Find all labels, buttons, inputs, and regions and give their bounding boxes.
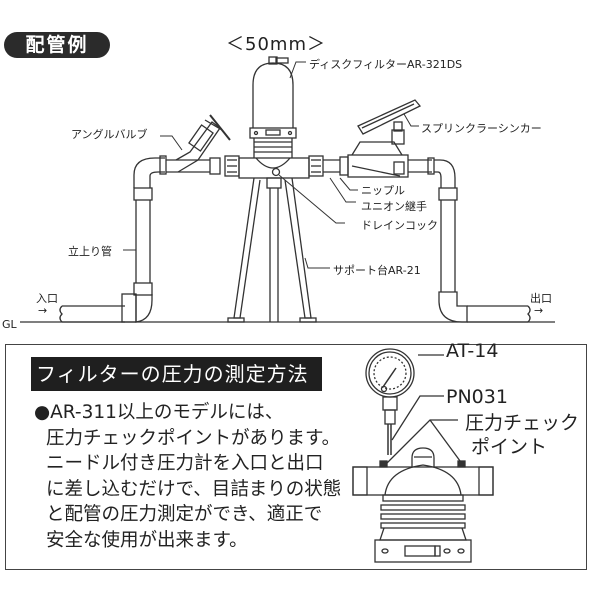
label-drain-cock: ドレインコック xyxy=(361,219,438,232)
support-stand-drawing xyxy=(227,177,317,323)
label-sprinkler-sinker: スプリンクラーシンカー xyxy=(421,122,542,135)
drain-cock-drawing xyxy=(271,167,281,177)
label-nipple: ニップル xyxy=(361,184,405,197)
angle-valve-drawing xyxy=(175,114,231,173)
label-union-joint: ユニオン継手 xyxy=(361,200,427,213)
paragraph-line: ニードル付き圧力計を入口と出口 xyxy=(46,453,324,474)
arrow-inlet-icon: → xyxy=(38,304,48,317)
arrow-outlet-icon: → xyxy=(534,304,544,317)
paragraph-line: と配管の圧力測定ができ、適正で xyxy=(46,504,323,525)
label-ground-level: GL xyxy=(2,318,17,331)
label-support-stand: サポート台AR-21 xyxy=(333,264,421,277)
paragraph-line: 安全な使用が出来ます。 xyxy=(46,529,248,551)
paragraph-line: に差し込むだけで、目詰まりの状態 xyxy=(46,478,342,500)
label-disc-filter: ディスクフィルターAR-321DS xyxy=(309,58,463,71)
disc-filter-drawing xyxy=(249,56,297,177)
label-inlet: 入口 xyxy=(36,292,58,305)
pressure-check-drawing xyxy=(352,348,494,563)
paragraph-line: 圧力チェックポイントがあります。 xyxy=(46,427,341,449)
label-riser-pipe: 立上り管 xyxy=(68,245,112,258)
label-angle-valve: アングルバルブ xyxy=(71,128,148,141)
sprinkler-sinker-drawing xyxy=(347,99,422,178)
callout-check-point-line1: 圧力チェック xyxy=(465,412,580,434)
callout-needle-model: PN031 xyxy=(446,386,508,408)
callout-check-point: 圧力チェック ポイント xyxy=(465,411,579,459)
main-horizontal-pipe xyxy=(166,114,349,179)
pressure-measurement-box xyxy=(5,344,587,570)
label-outlet: 出口 xyxy=(530,292,552,305)
outlet-pipe xyxy=(408,157,531,323)
leader-lines xyxy=(123,61,419,269)
description-paragraph: ●AR-311以上のモデルには、 圧力チェックポイントがあります。 ニードル付き… xyxy=(34,400,354,553)
box-title: フィルターの圧力の測定方法 xyxy=(31,357,322,391)
inlet-pipe xyxy=(59,155,167,323)
callout-check-point-line2: ポイント xyxy=(471,436,548,458)
pipe-size-label: ＜50mm＞ xyxy=(226,34,326,55)
paragraph-line: ●AR-311以上のモデルには、 xyxy=(34,402,284,423)
callout-gauge-model: AT-14 xyxy=(446,340,499,362)
section-badge-piping-example: 配管例 xyxy=(4,32,110,58)
